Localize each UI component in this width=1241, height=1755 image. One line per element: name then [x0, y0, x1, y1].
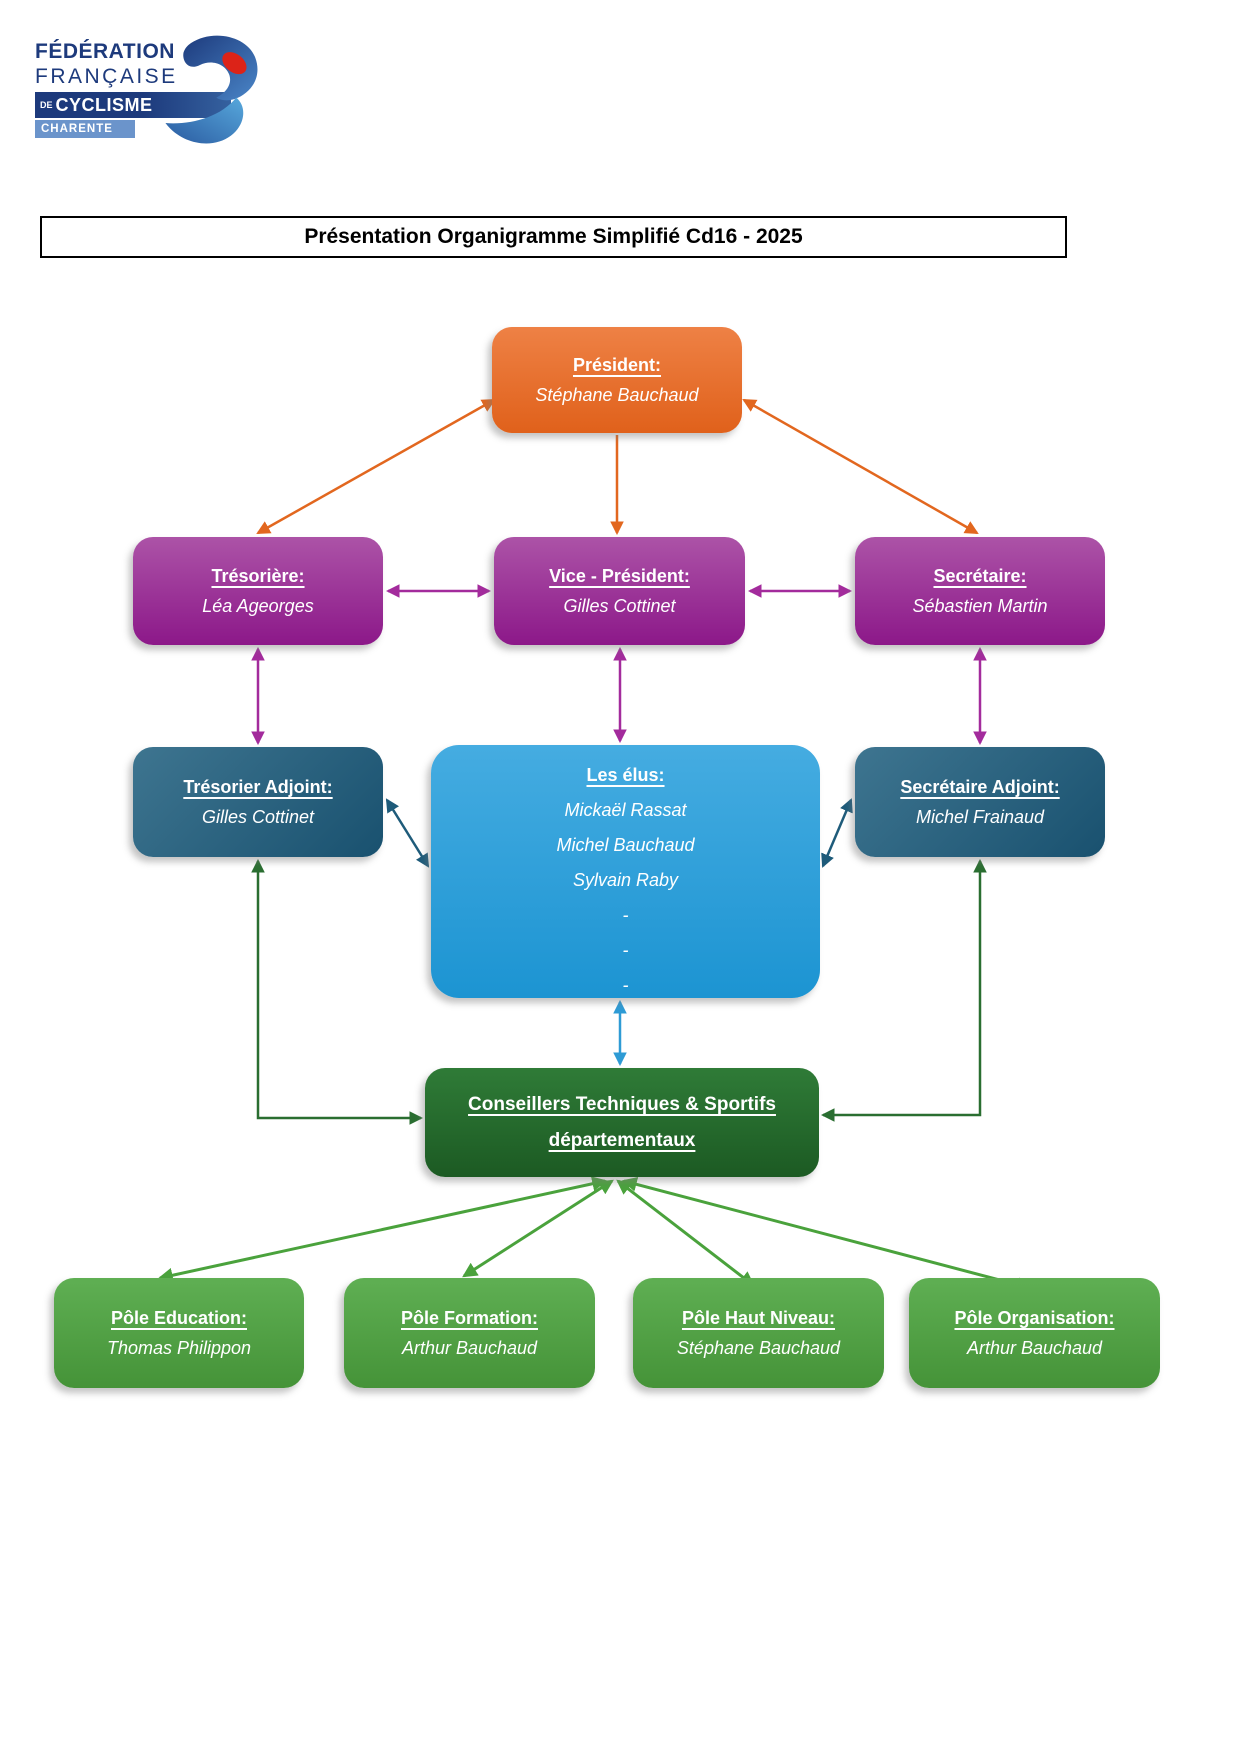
vice-president-box: Vice - Président: Gilles Cottinet [494, 537, 745, 645]
pole-haut-niveau-role: Pôle Haut Niveau: [681, 1307, 836, 1328]
logo-charente-banner: CHARENTE [35, 120, 135, 138]
logo-cyclisme-bar: DE CYCLISME [35, 92, 231, 118]
arrow-cts-pole-haut-niveau [616, 1179, 755, 1287]
tresorier-adjoint-name: Gilles Cottinet [201, 806, 315, 827]
ffc-swoosh-icon [165, 35, 258, 144]
cts-line1: Conseillers Techniques & Sportifs [468, 1093, 776, 1115]
tresoriere-box: Trésorière: Léa Ageorges [133, 537, 383, 645]
page-title: Présentation Organigramme Simplifié Cd16… [304, 225, 803, 248]
cts-line2: départementaux [548, 1129, 696, 1151]
president-role: Président: [572, 354, 662, 375]
secretaire-adjoint-name: Michel Frainaud [915, 806, 1045, 827]
cts-box: Conseillers Techniques & Sportifs départ… [425, 1068, 819, 1177]
les-elus-member: Sylvain Raby [572, 870, 679, 890]
pole-haut-niveau-name: Stéphane Bauchaud [676, 1337, 841, 1358]
les-elus-member: - [622, 940, 629, 960]
pole-organisation-box: Pôle Organisation: Arthur Bauchaud [909, 1278, 1160, 1388]
les-elus-member: Mickaël Rassat [564, 800, 687, 820]
secretaire-adjoint-role: Secrétaire Adjoint: [900, 776, 1060, 797]
pole-organisation-name: Arthur Bauchaud [966, 1337, 1103, 1358]
pole-haut-niveau-box: Pôle Haut Niveau: Stéphane Bauchaud [633, 1278, 884, 1388]
arrow-president-tresoriere [256, 398, 496, 535]
arrow-tresorier-adjoint-les-elus [385, 798, 430, 868]
secretaire-box: Secrétaire: Sébastien Martin [855, 537, 1105, 645]
arrow-tresorier-adjoint-cts [251, 858, 424, 1125]
logo-cyclisme-text: CYCLISME [55, 94, 153, 115]
pole-education-name: Thomas Philippon [106, 1337, 252, 1358]
pole-organisation-role: Pôle Organisation: [954, 1307, 1115, 1328]
president-name: Stéphane Bauchaud [535, 384, 699, 405]
secretaire-adjoint-box: Secrétaire Adjoint: Michel Frainaud [855, 747, 1105, 857]
les-elus-box: Les élus: Mickaël Rassat Michel Bauchaud… [431, 745, 820, 998]
vice-president-name: Gilles Cottinet [563, 595, 676, 616]
arrow-cts-pole-organisation [621, 1176, 1033, 1293]
les-elus-member: - [622, 905, 629, 925]
pole-education-role: Pôle Education: [110, 1307, 247, 1328]
logo-de-text: DE [40, 99, 53, 110]
tresoriere-role: Trésorière: [211, 565, 305, 586]
les-elus-role: Les élus: [586, 765, 665, 785]
arrow-les-elus-secretaire-adjoint [821, 798, 853, 868]
logo-federation-text: FÉDÉRATION [35, 40, 175, 63]
tresorier-adjoint-box: Trésorier Adjoint: Gilles Cottinet [133, 747, 383, 857]
arrow-secretaire-adjoint-cts [820, 858, 987, 1122]
vice-president-role: Vice - Président: [549, 565, 690, 586]
pole-formation-role: Pôle Formation: [400, 1307, 538, 1328]
arrow-cts-pole-education [157, 1176, 608, 1283]
ffc-logo: FÉDÉRATION FRANÇAISE DE CYCLISME CHARENT… [35, 35, 270, 168]
title-box: Présentation Organigramme Simplifié Cd16… [40, 216, 1067, 258]
tresorier-adjoint-role: Trésorier Adjoint: [183, 776, 333, 797]
arrow-president-secretaire [742, 398, 979, 535]
secretaire-name: Sébastien Martin [912, 595, 1048, 616]
arrow-cts-pole-formation [462, 1179, 614, 1278]
tresoriere-name: Léa Ageorges [202, 595, 314, 616]
secretaire-role: Secrétaire: [933, 565, 1027, 586]
pole-formation-box: Pôle Formation: Arthur Bauchaud [344, 1278, 595, 1388]
pole-formation-name: Arthur Bauchaud [401, 1337, 538, 1358]
president-box: Président: Stéphane Bauchaud [492, 327, 742, 433]
pole-education-box: Pôle Education: Thomas Philippon [54, 1278, 304, 1388]
logo-francaise-text: FRANÇAISE [35, 65, 178, 88]
les-elus-member: Michel Bauchaud [556, 835, 695, 855]
les-elus-member: - [622, 975, 629, 995]
